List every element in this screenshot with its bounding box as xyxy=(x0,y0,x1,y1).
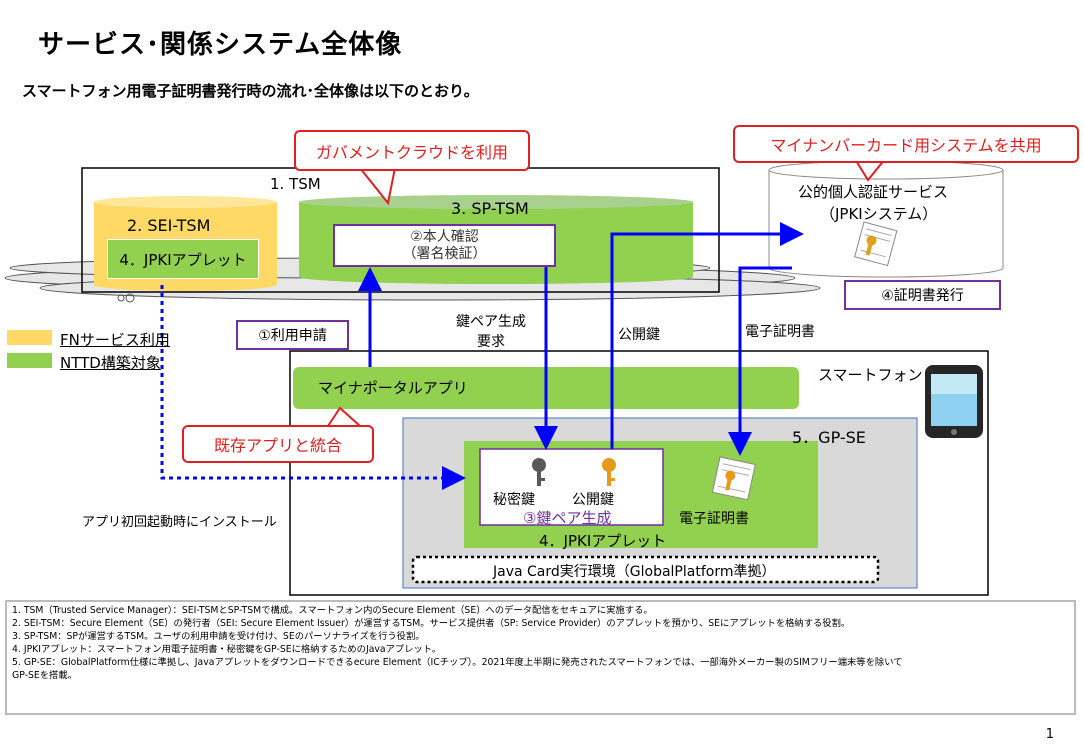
e-cert-label: 電子証明書 xyxy=(679,511,749,527)
public-key-icon xyxy=(602,458,616,486)
footnotes: 1. TSM（Trusted Service Manager）：SEI-TSMと… xyxy=(5,600,1076,715)
page-number: 1 xyxy=(1045,727,1054,742)
jpki-applet-sei: 4．JPKIアプレット xyxy=(107,239,259,279)
sei-tsm-label: 2. SEI-TSM xyxy=(127,216,211,235)
jpki-system-line1: 公的個人認証サービス xyxy=(798,183,949,201)
legend-swatch-nttd xyxy=(7,353,52,368)
smartphone-icon xyxy=(925,365,983,438)
install-note: アプリ初回起動時にインストール xyxy=(82,515,277,530)
private-key-label: 秘密鍵 xyxy=(493,492,535,508)
footnote-4: 4. JPKIアプレット：スマートフォン用電子証明書・秘密鍵をGP-SEに格納す… xyxy=(12,644,442,655)
private-key-icon xyxy=(532,458,546,486)
e-cert-icon xyxy=(711,456,756,501)
arrow-e-cert xyxy=(728,266,792,456)
public-key-flow-label: 公開鍵 xyxy=(618,327,660,343)
cloud-bubble xyxy=(117,294,125,302)
callout-existing-app: 既存アプリと統合 xyxy=(182,425,374,463)
identity-check-box: ②本人確認 （署名検証） xyxy=(333,224,556,267)
legend-nttd-label: NTTD構築対象 xyxy=(60,354,161,372)
java-card-label: Java Card実行環境（GlobalPlatform準拠） xyxy=(493,564,776,580)
jpki-applet-label: 4．JPKIアプレット xyxy=(539,532,667,550)
callout-gov-cloud: ガバメントクラウドを利用 xyxy=(294,130,530,171)
callout-shared-system: マイナンバーカード用システムを共用 xyxy=(733,125,1079,163)
keypair-box xyxy=(479,448,664,526)
jpki-system-line2: （JPKIシステム） xyxy=(820,205,938,223)
keypair-request-line1: 鍵ペア生成 xyxy=(456,314,526,330)
footnote-1: 1. TSM（Trusted Service Manager）：SEI-TSMと… xyxy=(12,605,653,616)
identity-check-line2: （署名検証） xyxy=(402,245,487,262)
page-title: サービス･関係システム全体像 xyxy=(38,30,403,60)
keypair-request-line2: 要求 xyxy=(477,334,505,350)
java-card-box xyxy=(411,555,880,584)
use-request-box: ①利用申請 xyxy=(236,320,349,350)
gp-se-label: 5．GP-SE xyxy=(792,428,866,447)
legend-swatch-fn xyxy=(7,330,52,345)
cert-issue-box: ④証明書発行 xyxy=(844,280,1001,310)
page-subtitle: スマートフォン用電子証明書発行時の流れ･全体像は以下のとおり。 xyxy=(22,82,479,100)
sp-tsm-label: 3. SP-TSM xyxy=(451,199,529,218)
cloud-bubble xyxy=(125,293,135,303)
certificate-icon xyxy=(854,221,898,267)
arrow-install xyxy=(160,285,466,490)
e-cert-flow-label: 電子証明書 xyxy=(745,324,815,340)
legend-fn-label: FNサービス利用 xyxy=(60,331,170,349)
footnote-5: 5. GP-SE：GlobalPlatform仕様に準拠し、Javaアプレットを… xyxy=(12,657,903,668)
arrow-public-key xyxy=(610,222,804,449)
identity-check-line1: ②本人確認 xyxy=(410,228,479,245)
portal-app-label: マイナポータルアプリ xyxy=(318,379,468,397)
footnote-2: 2. SEI-TSM：Secure Element（SE）の発行者（SEI: S… xyxy=(12,618,851,629)
keypair-request-label: 鍵ペア生成 要求 xyxy=(450,312,532,352)
footnote-3: 3. SP-TSM：SPが運営するTSM。ユーザの利用申請を受け付け、SEのパー… xyxy=(12,631,425,642)
smartphone-label: スマートフォン xyxy=(818,366,923,384)
keypair-gen-label: ③鍵ペア生成 xyxy=(523,509,612,527)
tsm-label: 1. TSM xyxy=(270,175,321,193)
footnote-5-cont: GP-SEを搭載。 xyxy=(12,670,77,681)
public-key-label: 公開鍵 xyxy=(572,492,614,508)
